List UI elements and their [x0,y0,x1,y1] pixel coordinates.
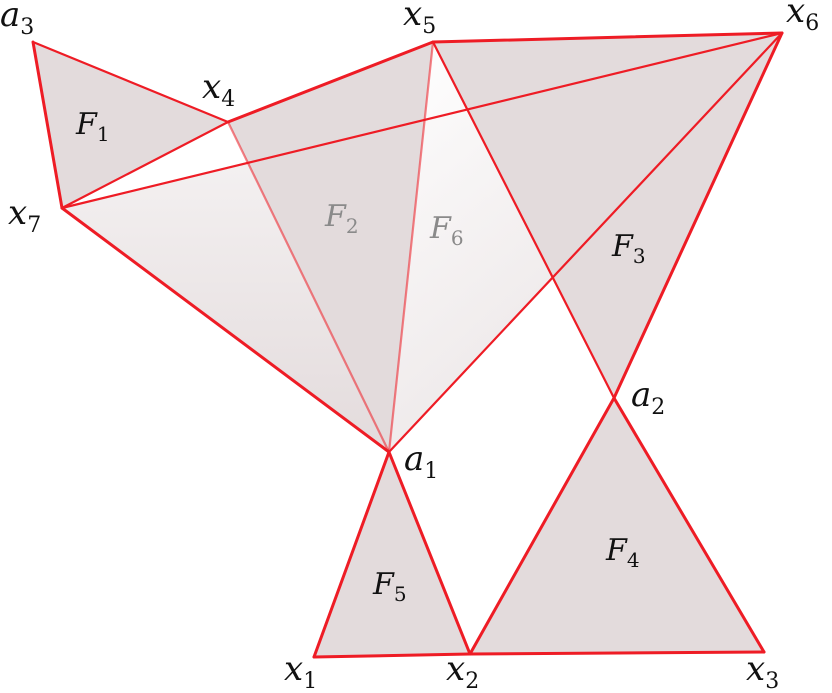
edge-x5-a2 [431,40,616,400]
vertex-label-x6: x6 [786,0,819,36]
vertex-label-a2: a2 [631,375,665,420]
vertex-label-x7: x7 [8,193,41,238]
face-F3 [433,33,782,398]
edge-a1-x2 [387,450,472,656]
face-label-F4: F4 [605,533,640,572]
edge-x5-x6 [431,31,784,44]
face-F2 [228,42,433,452]
vertex-label-x1: x1 [284,649,317,693]
edge-x2-x3 [468,650,766,656]
vertex-label-x2: x2 [446,649,479,693]
edge-x1-x2 [312,652,472,659]
edge-x4-a1 [227,121,390,453]
face-label-F1: F1 [75,107,110,146]
vertex-label-a1: a1 [404,439,438,484]
face-F1 [33,42,228,208]
edge-x6-a1 [387,31,784,454]
edge-a1-x1 [312,450,391,659]
vertex-label-a3: a3 [0,0,34,40]
face-label-F3: F3 [611,229,646,268]
vertex-label-x5: x5 [403,0,436,39]
edge-a3-x4 [31,40,230,124]
face-label-F5: F5 [372,567,407,606]
edge-x4-x5 [226,40,435,124]
edge-a2-x3 [612,396,766,654]
vertex-label-x3: x3 [746,649,779,693]
edges [31,31,784,659]
edge-x7-x6 [60,31,784,210]
face-F4 [470,398,764,654]
edge-x5-a1 [387,41,435,453]
face-label-F2: F2 [324,199,359,238]
vertex-label-x4: x4 [202,67,235,112]
edge-a3-x7 [31,40,64,210]
edge-a2-x2 [468,396,616,656]
face-F5 [314,452,470,657]
edge-x7-a1 [60,206,391,454]
face-label-F6: F6 [429,211,464,250]
edge-x4-x7 [60,120,230,210]
edge-x6-a2 [612,31,784,400]
